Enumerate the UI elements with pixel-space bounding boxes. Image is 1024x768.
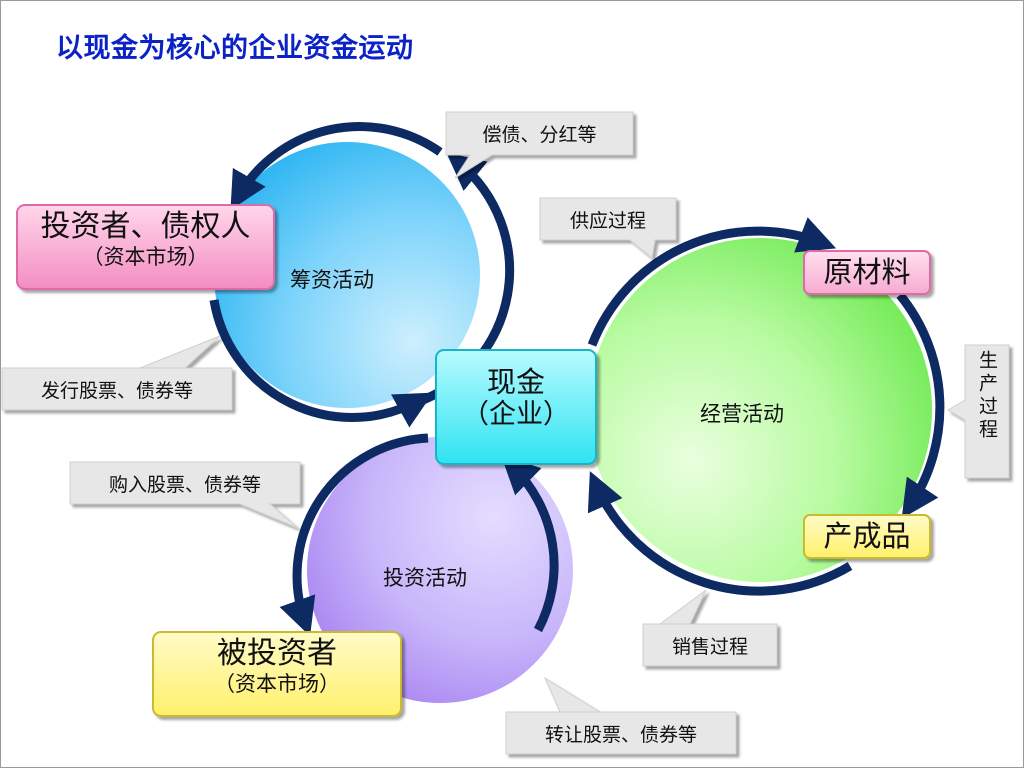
investees-sublabel: （资本市场） xyxy=(214,671,340,696)
cash-box: 现金 （企业） xyxy=(436,365,596,464)
cash-box-bg xyxy=(435,349,597,465)
callout-issue-securities xyxy=(1,335,233,411)
callout-repay-dividend xyxy=(445,111,634,179)
transfer-securities-text: 转让股票、债券等 xyxy=(544,724,697,746)
financing-circle xyxy=(214,142,480,408)
callout-production-process xyxy=(947,344,1010,479)
production-process-text: 生产过程 xyxy=(976,350,998,442)
repay-dividend-text: 偿债、分红等 xyxy=(482,124,597,146)
investees-box-bg xyxy=(152,631,402,717)
investing-activity-label: 投资活动 xyxy=(383,566,467,590)
cash-sublabel: （企业） xyxy=(462,399,570,431)
financing-activity-label: 筹资活动 xyxy=(290,268,374,292)
investing-arrow-arc-left xyxy=(279,433,429,637)
callout-supply-process xyxy=(539,197,677,259)
raw-materials-box-bg xyxy=(803,250,931,295)
finished-goods-box-bg xyxy=(803,514,931,559)
investing-arrow-arc-right xyxy=(501,455,559,633)
callout-buy-securities xyxy=(69,461,301,529)
issue-securities-text: 发行股票、债券等 xyxy=(40,380,193,402)
cash-label: 现金 xyxy=(486,365,545,399)
supply-process-text: 供应过程 xyxy=(569,210,646,232)
callout-transfer-securities xyxy=(505,676,737,755)
operating-arrow-arc-bottom xyxy=(587,471,853,596)
slide-title: 以现金为核心的企业资金运动 xyxy=(56,33,414,64)
investors-box-bg xyxy=(16,204,275,290)
financing-arrow-arc-top xyxy=(230,122,443,211)
buy-securities-text: 购入股票、债券等 xyxy=(108,474,261,496)
investors-box: 投资者、债权人 （资本市场） xyxy=(17,209,274,290)
investees-box: 被投资者 （资本市场） xyxy=(153,636,401,717)
callout-sales-process xyxy=(642,589,778,667)
finished-goods-box: 产成品 xyxy=(823,519,911,553)
investors-label: 投资者、债权人 xyxy=(40,209,251,244)
sales-process-text: 销售过程 xyxy=(671,636,748,658)
operating-arrow-arc-top xyxy=(587,217,837,347)
financing-arrow-arc-bottom xyxy=(209,299,434,428)
operating-arrow-arc-right xyxy=(896,292,945,519)
investors-sublabel: （资本市场） xyxy=(82,244,209,269)
investees-label: 被投资者 xyxy=(217,636,337,671)
raw-materials-box: 原材料 xyxy=(823,255,911,289)
operating-activity-label: 经营活动 xyxy=(700,402,784,426)
operating-circle xyxy=(588,238,932,582)
